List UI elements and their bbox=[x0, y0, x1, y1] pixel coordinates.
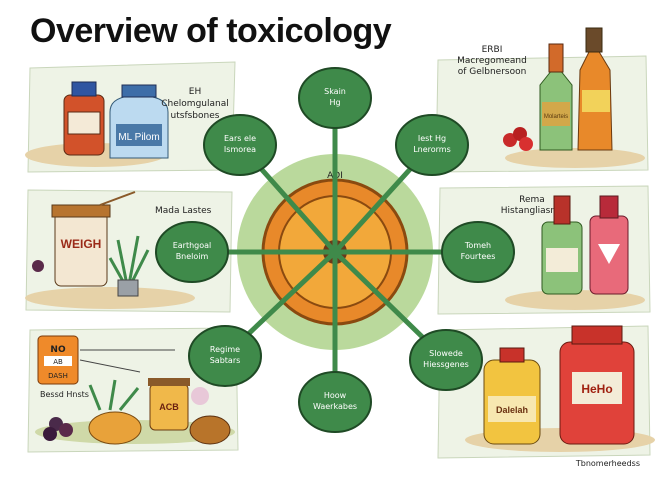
box-label: DASH bbox=[48, 372, 68, 380]
bubble-text: Earthgoal bbox=[173, 241, 212, 250]
bubble-shape bbox=[298, 371, 372, 433]
jar-icon: WEIGH bbox=[51, 204, 111, 287]
plant-icon bbox=[108, 235, 150, 297]
bubble-shape bbox=[409, 329, 483, 391]
bottle-label: ML Pilom bbox=[118, 132, 159, 143]
jar-icon: HeHo bbox=[559, 325, 635, 445]
bubble-text: Hg bbox=[329, 98, 340, 107]
bubble-text: Lnerorms bbox=[413, 145, 451, 154]
bottle-icon bbox=[539, 43, 573, 151]
bubble-text: Hoow bbox=[324, 391, 347, 400]
bubble-text: Bneloim bbox=[176, 252, 209, 261]
bottle-icon bbox=[589, 195, 629, 295]
panel-label-line: Macregomeand bbox=[457, 56, 527, 66]
fruit-icon bbox=[503, 127, 533, 151]
bubble-text: Fourtees bbox=[461, 252, 496, 261]
jar-label: HeHo bbox=[581, 382, 612, 396]
bubble-text: Ismorea bbox=[224, 145, 256, 154]
panel-label-line: of Gelbnersoon bbox=[458, 67, 527, 77]
bubble-text: Sabtars bbox=[210, 356, 241, 365]
bubble-text: Regime bbox=[210, 345, 240, 354]
bubble-text: Skain bbox=[324, 87, 346, 96]
bottle-label: Molarteis bbox=[544, 114, 568, 120]
page-title: Overview of toxicology bbox=[30, 12, 392, 50]
bubble-shape bbox=[203, 114, 277, 176]
panel-top-left: ML Pilom EH Chelomgulanal utsfsbones bbox=[25, 61, 236, 173]
fruit-icon bbox=[88, 379, 142, 445]
panel-caption: Bessd Hnsts bbox=[40, 390, 89, 399]
panel-label-line: utsfsbones bbox=[171, 111, 220, 121]
panel-mid-right: Rema Histangliasnis bbox=[437, 185, 651, 315]
jar-icon: ACB bbox=[148, 378, 190, 431]
bottle-icon: Dalelah bbox=[483, 347, 541, 445]
bubble-shape bbox=[441, 221, 515, 283]
panel-bottom-right: Dalelah HeHo Tbnomerheedss bbox=[437, 325, 655, 468]
bubble-text: Iest Hg bbox=[418, 134, 446, 143]
panel-top-right: ERBI Macregomeand of Gelbnersoon Molarte… bbox=[435, 27, 649, 173]
bubble-text: Tomeh bbox=[464, 241, 491, 250]
bubble-text: Slowede bbox=[429, 349, 463, 358]
bubble-upper-right: Iest Hg Lnerorms bbox=[395, 114, 469, 176]
fruit-icon bbox=[43, 417, 73, 441]
bubble-shape bbox=[395, 114, 469, 176]
bubble-text: Ears ele bbox=[224, 134, 256, 143]
bubble-shape bbox=[155, 221, 229, 283]
bottle-icon bbox=[63, 81, 105, 156]
box-label: AB bbox=[53, 358, 63, 366]
panel-label-line: ERBI bbox=[482, 45, 503, 55]
box-label: NO bbox=[50, 345, 66, 355]
panel-bottom-left: NO AB DASH Bessd Hnsts ACB bbox=[27, 327, 239, 453]
jar-label: ACB bbox=[159, 402, 179, 412]
bottle-icon: ML Pilom bbox=[109, 84, 169, 159]
panel-label-line: Histangliasnis bbox=[501, 206, 564, 216]
bottle-icon bbox=[577, 27, 613, 151]
panel-label-line: EH bbox=[189, 87, 201, 97]
panel-label-line: Rema bbox=[519, 195, 545, 205]
bottle-label: Dalelah bbox=[496, 405, 528, 415]
bubble-text: Waerkabes bbox=[313, 402, 357, 411]
panel-caption: Tbnomerheedss bbox=[575, 459, 640, 468]
bubble-shape bbox=[188, 325, 262, 387]
panel-label-line: Chelomgulanal bbox=[161, 99, 228, 109]
bubble-text: Hiessgenes bbox=[423, 360, 469, 369]
bottle-icon bbox=[541, 195, 583, 295]
panel-label: Mada Lastes bbox=[155, 206, 212, 216]
bubble-shape bbox=[298, 67, 372, 129]
jar-label: WEIGH bbox=[61, 237, 102, 251]
